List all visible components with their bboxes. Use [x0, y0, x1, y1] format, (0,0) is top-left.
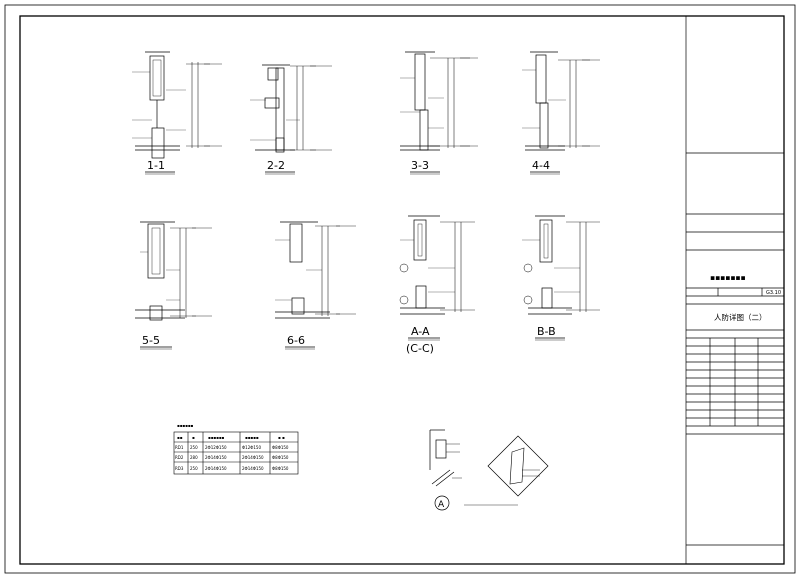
- table-cell: RD2: [175, 455, 184, 460]
- detail-marker-a: A: [438, 500, 445, 510]
- table-cell: 250: [190, 445, 198, 450]
- section-a-a: [399, 215, 475, 341]
- project-name: ▪▪▪▪▪▪▪: [710, 273, 746, 282]
- table-cell: Φ8Φ150: [272, 455, 289, 460]
- section-4-4: [522, 51, 600, 175]
- section-label-c-c: (C-C): [406, 342, 434, 355]
- table-cell: Φ8Φ150: [272, 466, 289, 471]
- inner-border: [19, 15, 785, 565]
- section-label-b-b: B-B: [537, 325, 556, 338]
- section-5-5: [135, 221, 212, 350]
- table-header: ▪▪▪▪▪▪: [208, 435, 225, 440]
- table-cell: RD3: [175, 466, 184, 471]
- table-cell: 2Φ12Φ150: [205, 445, 227, 450]
- section-label-6-6: 6-6: [287, 334, 305, 347]
- table-cell: 2Φ14Φ150: [242, 466, 264, 471]
- reinforcement-table: [173, 431, 299, 475]
- title-block: [685, 16, 784, 564]
- section-3-3: [400, 51, 478, 175]
- table-cell: 280: [190, 455, 198, 460]
- section-1-1: [132, 51, 222, 175]
- table-cell: 2Φ14Φ150: [205, 455, 227, 460]
- table-cell: 2Φ14Φ150: [205, 466, 227, 471]
- table-header: ▪: [192, 435, 195, 440]
- diamond-detail: [487, 435, 549, 497]
- outer-border: [4, 4, 796, 574]
- table-header: ▪▪: [177, 435, 183, 440]
- table-cell: 2Φ14Φ150: [242, 455, 264, 460]
- section-6-6: [275, 221, 356, 350]
- section-b-b: [522, 215, 600, 341]
- section-label-3-3: 3-3: [411, 159, 429, 172]
- table-header: ▪▪▪▪▪: [245, 435, 259, 440]
- table-cell: Φ8Φ150: [272, 445, 289, 450]
- section-label-2-2: 2-2: [267, 159, 285, 172]
- table-cell: Φ12Φ150: [242, 445, 261, 450]
- table-cell: 250: [190, 466, 198, 471]
- section-label-a-a: A-A: [411, 325, 430, 338]
- table-cell: RD1: [175, 445, 184, 450]
- detail-a: [429, 429, 462, 511]
- drawing-number: G3.10: [766, 290, 781, 296]
- drawing-title: 人防详图（二）: [714, 312, 767, 322]
- section-label-5-5: 5-5: [142, 334, 160, 347]
- table-caption: ▪▪▪▪▪▪: [177, 423, 194, 428]
- section-label-4-4: 4-4: [532, 159, 550, 172]
- section-label-1-1: 1-1: [147, 159, 165, 172]
- section-2-2: [250, 64, 332, 175]
- table-header: ▪ ▪: [278, 435, 285, 440]
